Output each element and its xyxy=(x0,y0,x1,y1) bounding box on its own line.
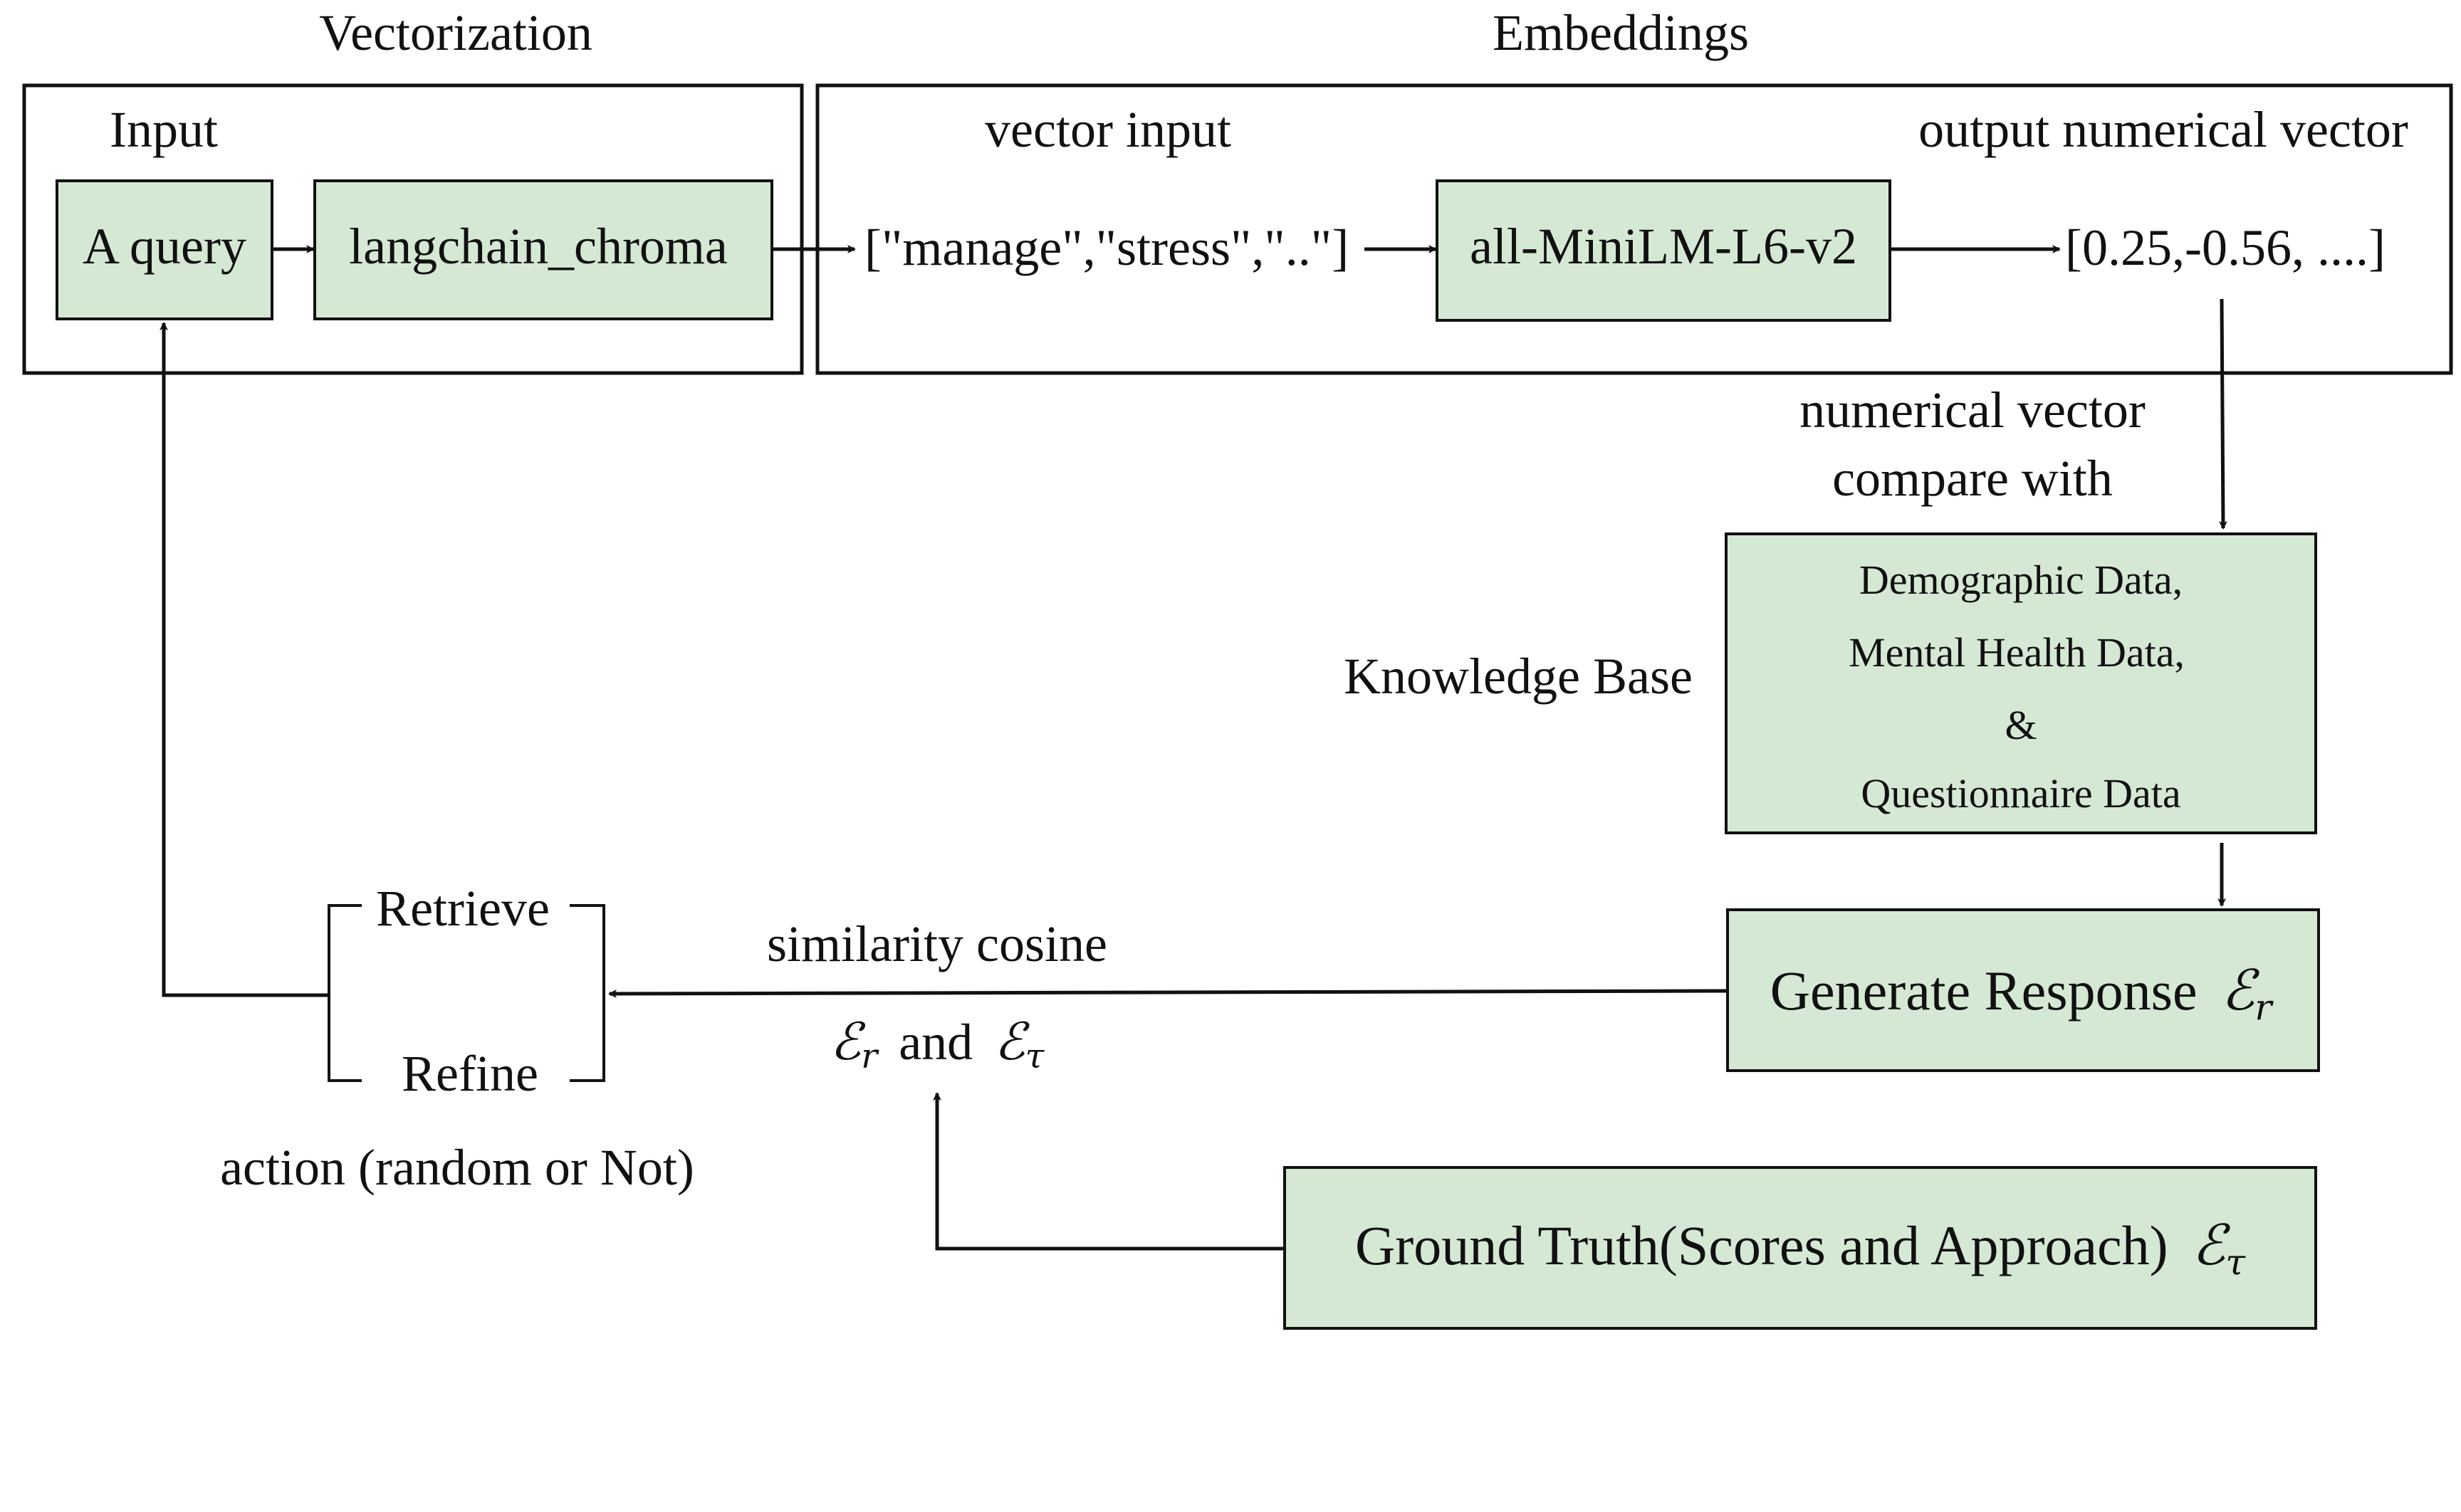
generate-response-text: Generate Response xyxy=(1770,960,2198,1022)
generate-response-box xyxy=(1726,908,2320,1072)
subscript-r-sim: r xyxy=(861,1036,879,1076)
vectorization-container xyxy=(22,83,804,375)
section-title-vectorization: Vectorization xyxy=(319,4,592,61)
compare-label-line1: numerical vector xyxy=(1799,382,2146,439)
script-e-symbol: ℰ xyxy=(2221,959,2260,1023)
script-e-gt-symbol: ℰ xyxy=(2192,1214,2231,1278)
knowledge-base-label: Knowledge Base xyxy=(1344,648,1693,705)
vector-node-label: [0.25,-0.56, ....] xyxy=(2065,219,2386,276)
and-word: and xyxy=(899,1014,973,1071)
script-e-tau-symbol: ℰ xyxy=(994,1012,1030,1071)
ground-truth-text: Ground Truth(Scores and Approach) xyxy=(1355,1214,2168,1276)
arrow-generate-to-bracket xyxy=(608,989,1728,998)
knowledge-base-box xyxy=(1725,532,2317,834)
similarity-cosine-label: similarity cosine xyxy=(767,915,1107,972)
action-label: action (random or Not) xyxy=(220,1139,694,1196)
ground-truth-label: Ground Truth(Scores and Approach) ℰτ xyxy=(1355,1214,2246,1283)
compare-label-line2: compare with xyxy=(1832,450,2113,507)
query-box xyxy=(56,179,273,320)
arrow-vector-to-knowledge-base xyxy=(2218,298,2227,530)
ground-truth-box xyxy=(1283,1166,2317,1330)
langchain-box xyxy=(313,179,773,320)
generate-response-label: Generate Response ℰr xyxy=(1770,959,2274,1028)
input-label: Input xyxy=(110,101,218,158)
query-node-label: A query xyxy=(83,218,246,275)
similarity-terms-label: ℰr and ℰτ xyxy=(830,1012,1045,1079)
embeddings-container xyxy=(815,83,2453,375)
script-e-r-symbol: ℰ xyxy=(830,1012,866,1071)
tokens-node-label: ["manage","stress",".."] xyxy=(864,219,1349,276)
arrow-feedback-to-query xyxy=(160,322,329,997)
kb-line-demographic: Demographic Data, xyxy=(1859,557,2183,603)
model-box xyxy=(1436,179,1891,322)
vector-input-label: vector input xyxy=(985,101,1231,158)
kb-line-mental-health: Mental Health Data, xyxy=(1849,629,2185,676)
refine-label: Refine xyxy=(402,1045,538,1102)
kb-line-questionnaire: Questionnaire Data xyxy=(1861,770,2180,817)
langchain-node-label: langchain_chroma xyxy=(349,218,728,275)
bracket-right xyxy=(570,904,605,1082)
subscript-tau-gt: τ xyxy=(2225,1241,2246,1283)
output-vector-label: output numerical vector xyxy=(1918,101,2408,158)
model-node-label: all-MiniLM-L6-v2 xyxy=(1470,218,1857,275)
section-title-embeddings: Embeddings xyxy=(1493,4,1749,61)
arrow-ground-truth-to-similarity xyxy=(933,1092,1285,1251)
bracket-left xyxy=(328,904,362,1082)
retrieve-label: Retrieve xyxy=(376,880,550,937)
kb-line-ampersand: & xyxy=(2005,702,2037,748)
subscript-r: r xyxy=(2254,987,2274,1028)
subscript-tau-sim: τ xyxy=(1025,1036,1045,1076)
